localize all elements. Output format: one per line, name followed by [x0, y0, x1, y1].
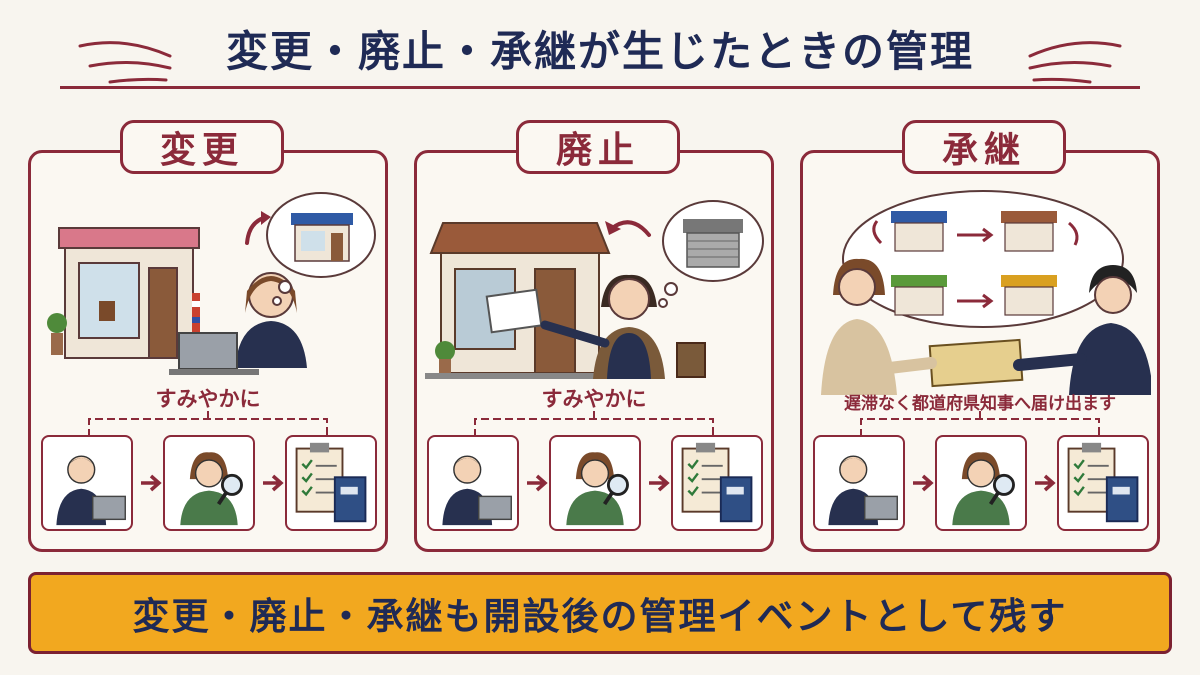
salon-icon [47, 227, 200, 359]
summary-banner: 変更・廃止・承継も開設後の管理イベントとして残す [28, 572, 1172, 654]
panel-abolish: すみやかに [414, 150, 774, 552]
step-inspect [163, 435, 255, 531]
step-record [671, 435, 763, 531]
step-arrow-icon [649, 474, 670, 492]
inspector-magnifier-icon [952, 452, 1015, 526]
change-steps [41, 435, 377, 535]
inspector-magnifier-icon [566, 452, 629, 526]
inspector-magnifier-icon [180, 452, 243, 526]
abolish-steps [427, 435, 763, 535]
step-arrow-icon [527, 474, 548, 492]
step-apply [41, 435, 133, 531]
clerk-laptop-icon [56, 455, 126, 526]
step-arrow-icon [263, 474, 284, 492]
succession-steps [813, 435, 1149, 535]
title-decoration-left [78, 41, 172, 84]
panel-change: すみやかに [28, 150, 388, 552]
thought-bubble-shops-icon [842, 190, 1124, 328]
change-caption: すみやかに [155, 387, 261, 411]
step-record [285, 435, 377, 531]
thought-bubble-shutter-icon [658, 200, 764, 308]
closed-shop-icon [425, 222, 625, 379]
panel-label-succession: 承継 [902, 120, 1066, 174]
step-apply [427, 435, 519, 531]
abolish-caption: すみやかに [541, 387, 647, 411]
panel-succession: 遅滞なく都道府県知事へ届け出ます [800, 150, 1160, 552]
succession-scene-illustration [821, 190, 1151, 395]
panel-label-change: 変更 [120, 120, 284, 174]
checklist-binder-icon [1067, 442, 1139, 523]
change-scene-illustration [47, 192, 376, 375]
page-title: 変更・廃止・承継が生じたときの管理 [225, 27, 974, 76]
checklist-binder-icon [295, 442, 367, 523]
predecessor-woman-icon [821, 258, 897, 395]
step-inspect [549, 435, 641, 531]
checklist-binder-icon [681, 442, 753, 523]
panel-label-abolish: 廃止 [516, 120, 680, 174]
title-decoration-right [1028, 41, 1122, 84]
step-apply [813, 435, 905, 531]
succession-bracket [860, 411, 1100, 437]
abolish-bracket [474, 411, 714, 437]
clerk-laptop-icon [828, 455, 898, 526]
document-handover-icon [875, 338, 1087, 388]
title-underline [60, 86, 1140, 89]
step-inspect [935, 435, 1027, 531]
owner-worker-icon [540, 274, 706, 379]
succession-caption: 遅滞なく都道府県知事へ届け出ます [844, 394, 1116, 414]
abolish-scene-illustration [425, 200, 764, 379]
step-arrow-icon [913, 474, 934, 492]
step-arrow-icon [1035, 474, 1056, 492]
successor-man-icon [1069, 265, 1151, 395]
clerk-laptop-icon [442, 455, 512, 526]
thought-bubble-new-shop-icon [266, 192, 376, 306]
step-arrow-icon [141, 474, 162, 492]
step-record [1057, 435, 1149, 531]
change-bracket [88, 411, 328, 437]
